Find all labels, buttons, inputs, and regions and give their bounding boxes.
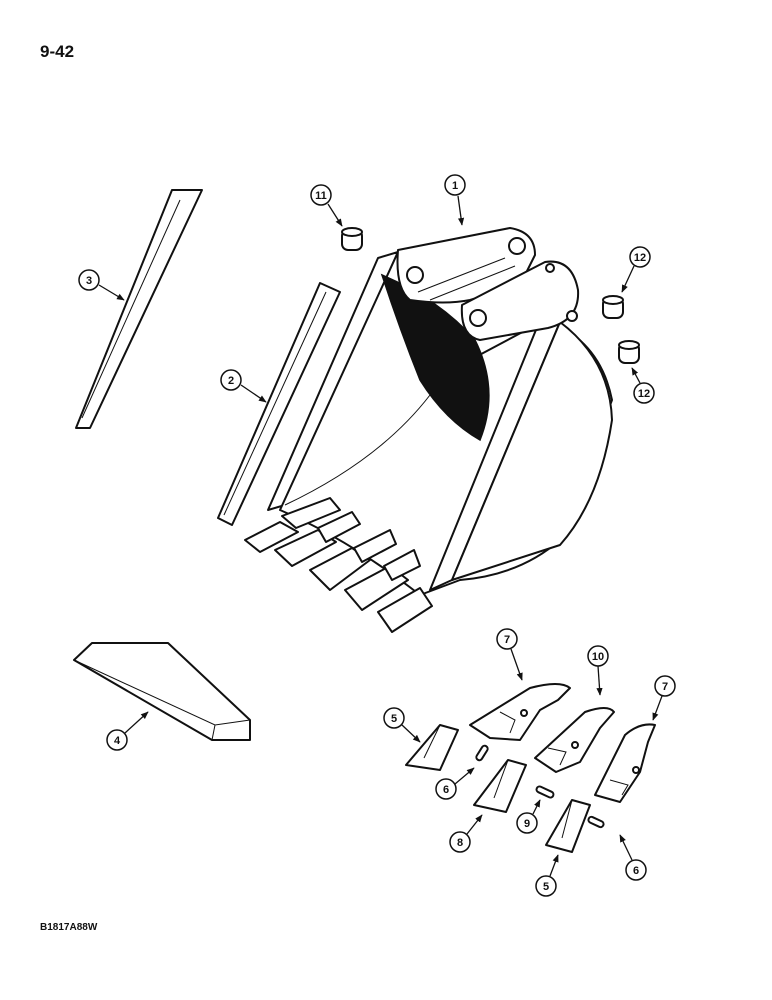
callout-1: 1 [444,174,466,226]
svg-text:7: 7 [504,634,510,646]
callout-2: 2 [220,369,267,403]
page-number: 9-42 [40,42,75,61]
callout-6-upper: 6 [435,767,475,800]
callout-6-lower: 6 [619,834,647,881]
callout-12-lower: 12 [631,367,655,404]
bucket [244,227,613,633]
callout-8: 8 [449,814,483,853]
callout-3: 3 [78,269,125,301]
pin-lower [587,815,605,829]
pin-upper [475,744,489,762]
callout-10: 10 [587,645,609,696]
bushing-right-lower [618,340,640,364]
bushing-top-left [341,227,363,251]
svg-text:10: 10 [592,651,604,663]
svg-text:3: 3 [86,275,92,287]
tooth-adapter-right [594,723,656,803]
svg-text:1: 1 [452,180,458,192]
callout-7-right: 7 [652,675,676,721]
svg-text:6: 6 [443,784,449,796]
tooth-adapter-center [534,707,615,773]
svg-text:7: 7 [662,681,668,693]
side-cutter-long [75,189,203,429]
callout-9: 9 [516,799,541,834]
svg-text:5: 5 [391,713,397,725]
pin-middle [535,785,555,799]
svg-text:12: 12 [634,252,646,264]
cutting-edge [73,642,251,741]
svg-text:11: 11 [315,190,327,202]
figure-code: B1817A88W [40,922,98,933]
callout-5-upper: 5 [383,707,421,743]
side-cutter-short [217,282,341,526]
tooth-lower [545,799,591,853]
svg-text:9: 9 [524,818,530,830]
tooth-upper [405,724,459,771]
svg-text:2: 2 [228,375,234,387]
tooth-middle [473,759,527,813]
svg-text:12: 12 [638,388,650,400]
callout-12-upper: 12 [621,246,651,293]
bucket-teeth [244,497,433,633]
callout-7-left: 7 [496,628,523,681]
tooth-adapter-left [469,683,571,741]
callout-4: 4 [106,711,149,751]
bushing-right-upper [602,295,624,319]
svg-text:6: 6 [633,865,639,877]
callout-11: 11 [310,184,343,227]
svg-text:8: 8 [457,837,463,849]
svg-text:4: 4 [114,735,121,747]
callout-5-lower: 5 [535,854,559,897]
svg-text:5: 5 [543,881,549,893]
